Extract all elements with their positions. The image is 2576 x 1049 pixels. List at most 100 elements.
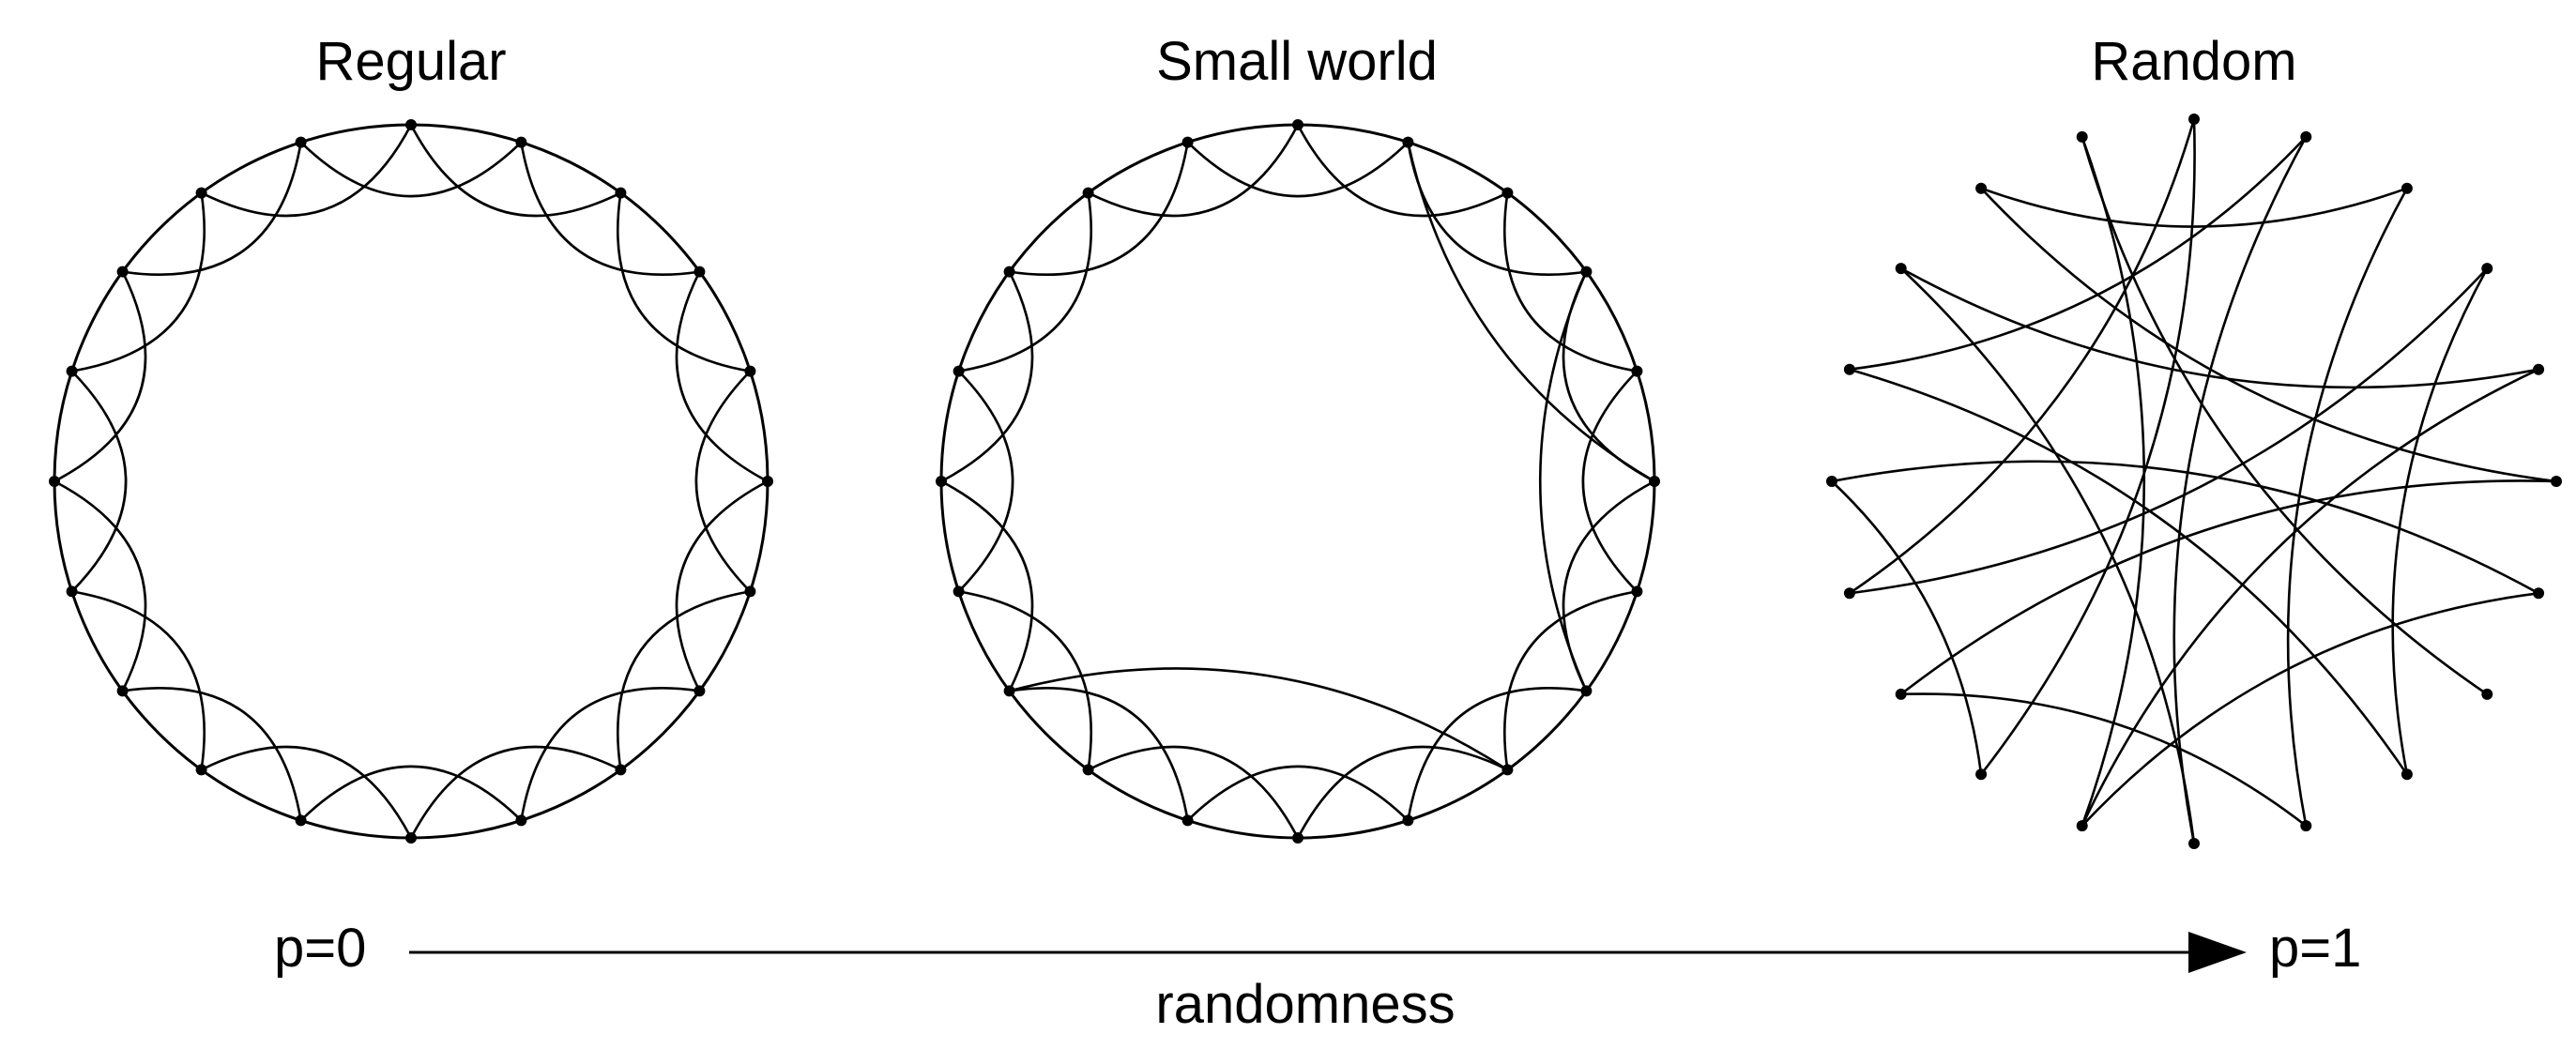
network-node xyxy=(1292,832,1303,844)
ring-edges xyxy=(53,123,770,840)
lattice-arc xyxy=(409,745,621,839)
lattice-arc xyxy=(1088,124,1300,218)
network-node xyxy=(116,266,129,278)
network-node xyxy=(1402,136,1414,148)
network-node xyxy=(1501,764,1514,776)
random-edge xyxy=(1849,136,2308,371)
lattice-arc xyxy=(520,687,700,821)
network-node xyxy=(936,476,947,487)
network-node xyxy=(1649,476,1660,487)
network-node xyxy=(1843,363,1855,375)
lattice-arc xyxy=(958,590,1092,770)
random-edge xyxy=(2081,136,2489,695)
network-node xyxy=(2188,114,2200,125)
network-node xyxy=(405,832,417,844)
random-edge xyxy=(1899,479,2557,695)
network-node xyxy=(1631,585,1643,598)
shortcut-edge xyxy=(1009,667,1509,771)
title-regular: Regular xyxy=(315,31,506,92)
network-node xyxy=(615,764,627,776)
network-node xyxy=(953,585,965,598)
network-node xyxy=(1826,476,1837,487)
lattice-arc xyxy=(675,479,769,692)
random-edge xyxy=(1980,187,2557,483)
network-node xyxy=(195,187,207,199)
random-edge xyxy=(2081,136,2146,827)
lattice-arc xyxy=(201,124,413,218)
network-node xyxy=(2076,130,2088,143)
random-edge xyxy=(2286,188,2409,827)
random-edge xyxy=(2081,368,2539,827)
random-edge xyxy=(1849,118,2196,595)
shortcut-edge xyxy=(1407,142,1655,483)
network-node xyxy=(762,476,773,487)
lattice-arc xyxy=(940,271,1034,483)
network-node xyxy=(2401,182,2413,194)
lattice-arc xyxy=(617,590,751,770)
network-node xyxy=(2533,587,2545,600)
lattice-arc xyxy=(53,479,147,692)
lattice-arc xyxy=(299,765,523,822)
network-node xyxy=(1580,685,1593,697)
network-node xyxy=(1181,136,1194,148)
lattice-arc xyxy=(1009,142,1189,276)
network-node xyxy=(1843,587,1855,600)
lattice-arc xyxy=(675,271,769,483)
ring-edges xyxy=(939,123,1656,840)
network-node xyxy=(1895,263,1907,275)
axis-arrow-head xyxy=(2188,932,2247,973)
network-node xyxy=(1631,365,1643,377)
panel-random xyxy=(1826,114,2562,849)
random-edge xyxy=(1980,187,2408,228)
network-node xyxy=(2401,768,2413,781)
lattice-arc xyxy=(1503,590,1638,770)
network-node xyxy=(195,764,207,776)
network-node xyxy=(744,585,756,598)
network-node xyxy=(1003,266,1015,278)
network-node xyxy=(1292,119,1303,130)
network-node xyxy=(2300,130,2312,143)
lattice-arc xyxy=(1296,745,1508,839)
lattice-arc xyxy=(1009,687,1189,821)
network-node xyxy=(2188,838,2200,849)
lattice-arc xyxy=(1581,370,1639,593)
network-node xyxy=(1501,187,1514,199)
network-node xyxy=(694,685,706,697)
random-edge xyxy=(1900,266,2539,389)
network-node xyxy=(1580,266,1593,278)
lattice-arc xyxy=(1296,124,1508,218)
random-edge xyxy=(2081,592,2539,827)
lattice-arc xyxy=(957,370,1014,593)
random-edge xyxy=(1849,267,2489,595)
lattice-arc xyxy=(409,124,621,218)
lattice-arc xyxy=(958,192,1092,372)
network-node xyxy=(694,266,706,278)
network-node xyxy=(1975,768,1988,781)
network-node xyxy=(1402,814,1414,827)
title-random: Random xyxy=(2091,31,2296,92)
network-node xyxy=(295,136,307,148)
random-edge xyxy=(1980,118,2196,776)
axis-right-label: p=1 xyxy=(2269,918,2361,979)
random-edge xyxy=(1831,480,1983,775)
lattice-arc xyxy=(694,370,752,593)
lattice-arc xyxy=(617,192,751,372)
network-node xyxy=(744,365,756,377)
axis-caption: randomness xyxy=(1155,974,1455,1035)
network-node xyxy=(2300,820,2312,832)
network-node xyxy=(2076,820,2088,832)
lattice-arc xyxy=(71,192,206,372)
lattice-arc xyxy=(520,142,700,276)
network-node xyxy=(1082,764,1094,776)
network-node xyxy=(2481,263,2493,275)
lattice-arc xyxy=(122,687,302,821)
network-node xyxy=(1975,182,1988,194)
panel-regular xyxy=(49,119,773,844)
lattice-arc xyxy=(299,141,523,198)
network-node xyxy=(2533,363,2545,375)
lattice-arc xyxy=(1088,745,1300,839)
randomness-axis: p=0 p=1 randomness xyxy=(274,918,2361,1035)
lattice-arc xyxy=(1186,765,1410,822)
network-node xyxy=(405,119,417,130)
